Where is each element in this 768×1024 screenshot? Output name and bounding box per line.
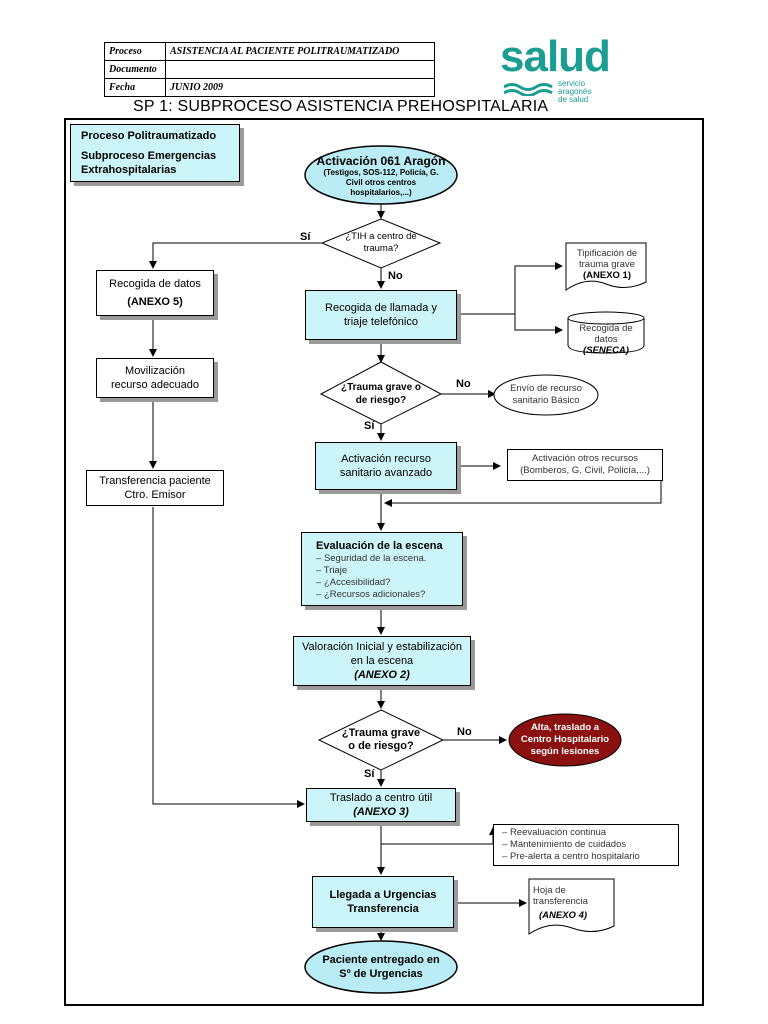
decision-trauma-2-diamond [317, 709, 445, 771]
decision-trauma-1-yes-label: Sí [364, 420, 375, 432]
logo-wave-icon [504, 83, 553, 96]
decision-tih-diamond [320, 218, 442, 269]
header-row-documento: Documento [104, 60, 435, 79]
header-row-fecha: Fecha JUNIO 2009 [104, 78, 435, 97]
alta-node: Alta, traslado a Centro Hospitalario seg… [515, 720, 615, 760]
advanced-resource-box: Activación recurso sanitario avanzado [315, 442, 457, 490]
end-node: Paciente entregado en Sº de Urgencias [320, 948, 442, 986]
seneca-database-shape [567, 318, 645, 354]
advanced-resource-text: Activación recurso sanitario avanzado [339, 453, 433, 479]
transfer-box: Traslado a centro útil (ANEXO 3) [306, 788, 456, 822]
decision-trauma-1-diamond [319, 361, 443, 425]
call-triage-box: Recogida de llamada y triaje telefónico [305, 290, 457, 340]
initial-assessment-text: Valoración Inicial y estabilización en l… [302, 641, 462, 667]
scene-evaluation-item: Seguridad de la escena. [316, 553, 426, 565]
transferencia-emisor-text: Transferencia paciente Ctro. Emisor [99, 475, 211, 501]
scene-evaluation-item: ¿Recursos adicionales? [316, 589, 426, 601]
decision-tih-no-label: No [388, 270, 403, 282]
scene-evaluation-box: Evaluación de la escena Seguridad de la … [301, 532, 463, 606]
decision-tih-text: ¿TIH a centro de trauma? [345, 231, 417, 254]
decision-tih-yes-label: Sí [300, 231, 311, 243]
seneca-label: (SENECA) [583, 344, 629, 356]
header-value-fecha: JUNIO 2009 [165, 78, 435, 97]
hoja-document-shape [528, 878, 615, 935]
tipificacion-document-shape [565, 242, 647, 291]
legend-line2: Subproceso Emergencias [81, 150, 217, 162]
basic-resource-ellipse [493, 374, 599, 416]
decision-trauma-2-yes-label: Sí [364, 768, 375, 780]
transfer-anexo: (ANEXO 3) [353, 806, 409, 818]
reevaluation-item: Mantenimiento de cuidados [502, 839, 640, 851]
decision-trauma-1-text: ¿Trauma grave o de riesgo? [340, 382, 422, 406]
end-text: Paciente entregado en Sº de Urgencias [322, 954, 440, 980]
alta-ellipse [508, 713, 622, 767]
initial-assessment-anexo: (ANEXO 2) [354, 669, 410, 681]
other-resources-text: Activación otros recursos (Bomberos, G. … [520, 453, 650, 476]
tipificacion-text: Tipificación de trauma grave [576, 247, 638, 270]
left-recogida-datos-box: Recogida de datos (ANEXO 5) [96, 270, 214, 316]
basic-resource-node: Envío de recurso sanitario Básico [500, 380, 592, 410]
other-resources-box: Activación otros recursos (Bomberos, G. … [507, 449, 663, 481]
tipificacion-anexo: (ANEXO 1) [582, 269, 632, 281]
logo-word: salud [500, 32, 611, 81]
movilizacion-box: Movilización recurso adecuado [96, 358, 214, 398]
logo-subtitle: servicio aragonés de salud [558, 80, 620, 104]
start-subtitle: (Testigos, SOS-112, Policía, G. Civil ot… [323, 168, 439, 197]
initial-assessment-box: Valoración Inicial y estabilización en l… [293, 636, 471, 686]
transfer-text: Traslado a centro útil [329, 792, 433, 804]
legend-line3: Extrahospitalarias [81, 164, 177, 176]
seneca-text: Recogida de datos [579, 322, 633, 345]
logo-sub-line2: de salud [558, 95, 589, 104]
basic-resource-text: Envío de recurso sanitario Básico [510, 383, 582, 406]
start-ellipse [304, 145, 458, 205]
decision-trauma-2-text: ¿Trauma grave o de riesgo? [341, 727, 421, 752]
reevaluation-list: Reevaluación continua Mantenimiento de c… [502, 827, 640, 863]
salud-logo: salud servicio aragonés de salud [500, 32, 620, 104]
left-recogida-title: Recogida de datos [109, 278, 201, 290]
left-recogida-anexo: (ANEXO 5) [127, 296, 183, 308]
transferencia-emisor-box: Transferencia paciente Ctro. Emisor [86, 470, 224, 506]
page-title: SP 1: SUBPROCESO ASISTENCIA PREHOSPITALA… [133, 98, 549, 115]
alta-text: Alta, traslado a Centro Hospitalario seg… [520, 722, 610, 757]
decision-trauma-2-no-label: No [457, 726, 472, 738]
transfer-sheet-anexo: (ANEXO 4) [539, 910, 588, 921]
start-title: Activación 061 Aragón [316, 154, 446, 168]
document-header-table: Proceso ASISTENCIA AL PACIENTE POLITRAUM… [104, 42, 435, 97]
logo-sub-line1: servicio aragonés [558, 79, 592, 96]
scene-evaluation-item: ¿Accesibilidad? [316, 577, 426, 589]
legend-line1: Proceso Politraumatizado [81, 130, 217, 142]
reevaluation-item: Reevaluación continua [502, 827, 640, 839]
scene-evaluation-title: Evaluación de la escena [316, 540, 443, 552]
scene-evaluation-item: Triaje [316, 565, 426, 577]
reevaluation-item: Pre-alerta a centro hospitalario [502, 851, 640, 863]
diagram-frame [64, 118, 704, 1006]
start-node: Activación 061 Aragón (Testigos, SOS-112… [311, 148, 451, 204]
movilizacion-text: Movilización recurso adecuado [110, 365, 200, 391]
scene-evaluation-list: Seguridad de la escena. Triaje ¿Accesibi… [316, 553, 427, 601]
seneca-node: Recogida de datos (SENECA) [568, 322, 644, 356]
arrival-text: Llegada a Urgencias Transferencia [329, 889, 437, 915]
end-ellipse [304, 940, 458, 994]
transfer-sheet-node: Hoja de transferencia (ANEXO 4) [533, 882, 611, 924]
arrival-box: Llegada a Urgencias Transferencia [312, 876, 454, 928]
tipificacion-node: Tipificación de trauma grave (ANEXO 1) [568, 244, 646, 284]
transfer-sheet-text: Hoja de transferencia [533, 885, 588, 907]
legend-box: Proceso Politraumatizado Subproceso Emer… [70, 124, 240, 182]
call-triage-text: Recogida de llamada y triaje telefónico [325, 302, 437, 328]
reevaluation-box: Reevaluación continua Mantenimiento de c… [493, 824, 679, 866]
decision-trauma-1-no-label: No [456, 378, 471, 390]
